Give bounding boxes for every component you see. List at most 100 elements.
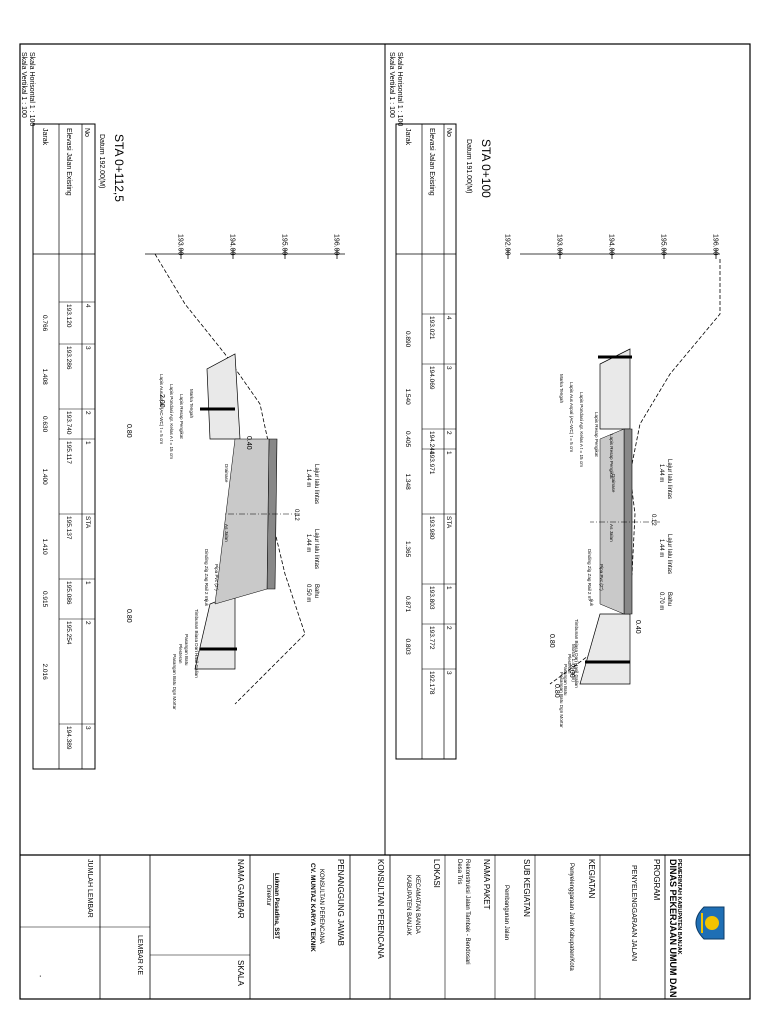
wall-top: 0.40 (245, 436, 252, 450)
lokasi-value-1: KECAMATAN BANDA (414, 875, 420, 934)
scale-vertical: Skala Vertikal 1 : 100 (20, 52, 27, 118)
callout-label: Ijuk (204, 599, 209, 607)
sta-title: STA 0+112,5 (112, 134, 126, 202)
station-distance: 1.365 (404, 541, 411, 558)
station-elevation: 195.254 (65, 621, 72, 645)
elevation-tick-label: 195.00 (660, 234, 667, 256)
sta-title: STA 0+100 (479, 139, 493, 198)
wall-base: 0.80 (553, 684, 560, 698)
sub-kegiatan-value: Pembangunan Jalan (503, 885, 509, 940)
callout-label: Drainase (224, 464, 229, 483)
station-no: 3 (445, 366, 452, 370)
agency-line-1: PEMERINTAH KABUPATEN BANJAK (676, 859, 682, 955)
cross-section-sta-0-112-5: Skala Horisontal 1 : 100 Skala Vertikal … (20, 52, 345, 770)
station-no: 1 (445, 586, 452, 590)
program-value: PENYELENGGARAAN JALAN (630, 865, 637, 961)
station-no: 4 (445, 316, 452, 320)
cross-section-sta-0-100: Skala Horisontal 1 : 100 Skala Vertikal … (388, 52, 721, 760)
station-distance: 0.405 (404, 431, 411, 448)
wall-top: 0.40 (634, 620, 641, 634)
scale-horizontal: Skala Horisontal 1 : 100 (396, 52, 403, 126)
station-distance: 1.348 (404, 474, 411, 491)
elevation-tick-label: 195.00 (281, 234, 288, 256)
station-no: 1 (84, 441, 91, 445)
scale-vertical: Skala Vertikal 1 : 100 (388, 52, 395, 118)
table-frame (395, 123, 457, 760)
jumlah-lembar-label: JUMLAH LEMBAR (86, 859, 93, 918)
row-label-distance: Jarak (404, 128, 411, 146)
station-no: 1 (84, 581, 91, 585)
station-no: 3 (84, 346, 91, 350)
callout-label: Lapis Resap Pengikat (179, 394, 184, 439)
sub-kegiatan-label: SUB KEGIATAN (522, 859, 531, 917)
right-retaining-wall (579, 613, 631, 685)
lane-right-width: 1.44 m (658, 539, 664, 557)
station-elevation: 193.772 (428, 626, 435, 650)
lane-left-label: Lajur lalu lintas (666, 459, 672, 499)
elevation-tick-label: 196.00 (712, 234, 719, 256)
wall-height: 2.00 (158, 394, 165, 408)
right-retaining-wall (194, 593, 236, 670)
callout-label: Pasangan Batu (563, 664, 568, 696)
station-distance: 0.871 (404, 596, 411, 613)
konsultan-label: KONSULTAN PERENCANA (376, 859, 385, 959)
station-distance: 0.915 (41, 591, 48, 608)
station-elevation: 193.803 (428, 586, 435, 610)
row-label-distance: Jarak (41, 128, 48, 146)
station-no: 4 (84, 304, 91, 308)
penanggung-line-2: CV. MUNTAZ KARYA TEKNIK (309, 863, 316, 952)
fill-layer (214, 438, 270, 605)
row-label-no: No (445, 128, 452, 137)
station-distance: 0.630 (41, 416, 48, 433)
lokasi-value-2: KABUPATEN BANJAK (405, 875, 411, 935)
callout-label: As Jalan (609, 524, 614, 542)
datum-label: Datum 191.00(M) (465, 139, 472, 193)
callout-label: Pasangan Batu Dgn Mortar (172, 654, 177, 710)
pavement-layer (623, 428, 633, 615)
paket-label: NAMA PAKET (482, 859, 491, 910)
elevation-tick-label: 194.00 (608, 234, 615, 256)
station-no: STA (445, 516, 452, 529)
lembar-ke-label: LEMBAR KE (136, 935, 143, 975)
callout-label: Timbunan Biasa Dari Hasil Galian (574, 619, 579, 688)
fill-layer (599, 428, 625, 615)
station-elevation: 193.286 (65, 346, 72, 370)
station-distance: 1.400 (41, 469, 48, 486)
elevation-tick-label: 193.00 (177, 234, 184, 256)
station-elevation: 195.117 (65, 441, 72, 464)
row-label-no: No (83, 128, 90, 137)
station-elevation: 193.971 (428, 451, 435, 475)
station-elevation: 193.740 (65, 411, 72, 435)
program-label: PROGRAM (652, 859, 661, 901)
station-no: 3 (84, 726, 91, 730)
regency-emblem-icon (695, 906, 725, 940)
median-width: 0.12 (293, 509, 299, 521)
callout-label: Drainase (611, 474, 616, 493)
penanggung-label: PENANGGUNG JAWAB (336, 859, 345, 946)
station-no: 1 (445, 451, 452, 455)
shoulder-width: 0.50 m (305, 584, 311, 602)
callout-label: Timbunan Biasa Dari Hasil Galian (194, 609, 199, 678)
elevation-tick-label: 196.00 (333, 234, 340, 256)
data-table: No Elevasi Jalan Existing Jarak 4193.120… (32, 123, 96, 770)
penanggung-role: Direktur (265, 885, 271, 906)
existing-ground-line (154, 253, 306, 705)
lane-left-width: 1.44 m (658, 464, 664, 482)
callout-label: Lapis Resap Pengikat (609, 434, 614, 479)
road-profile: Lajur lalu lintas 1.44 m Lajur lalu lint… (125, 253, 319, 710)
station-no: 2 (445, 626, 452, 630)
elevation-tick-label: 192.00 (504, 234, 511, 256)
paket-value-1: Rekonstruksi Jalan Tambak - Bendosari (464, 859, 470, 965)
callout-label: Plesteran (567, 654, 572, 674)
station-elevation: 193.120 (65, 304, 72, 328)
station-no: STA (84, 516, 91, 529)
callout-label: Lapis Aus Aspal (AC-WC) t = 5 cm (569, 382, 574, 452)
callout-label: Lapis Aus Aspal (AC-WC) t = 5 cm (159, 374, 164, 444)
median-width: 0.12 (650, 514, 656, 526)
title-block: PEMERINTAH KABUPATEN BANJAK DINAS PEKERJ… (20, 855, 725, 999)
lane-left-label: Lajur lalu lintas (313, 464, 319, 504)
row-label-elevation: Elevasi Jalan Existing (428, 128, 435, 196)
